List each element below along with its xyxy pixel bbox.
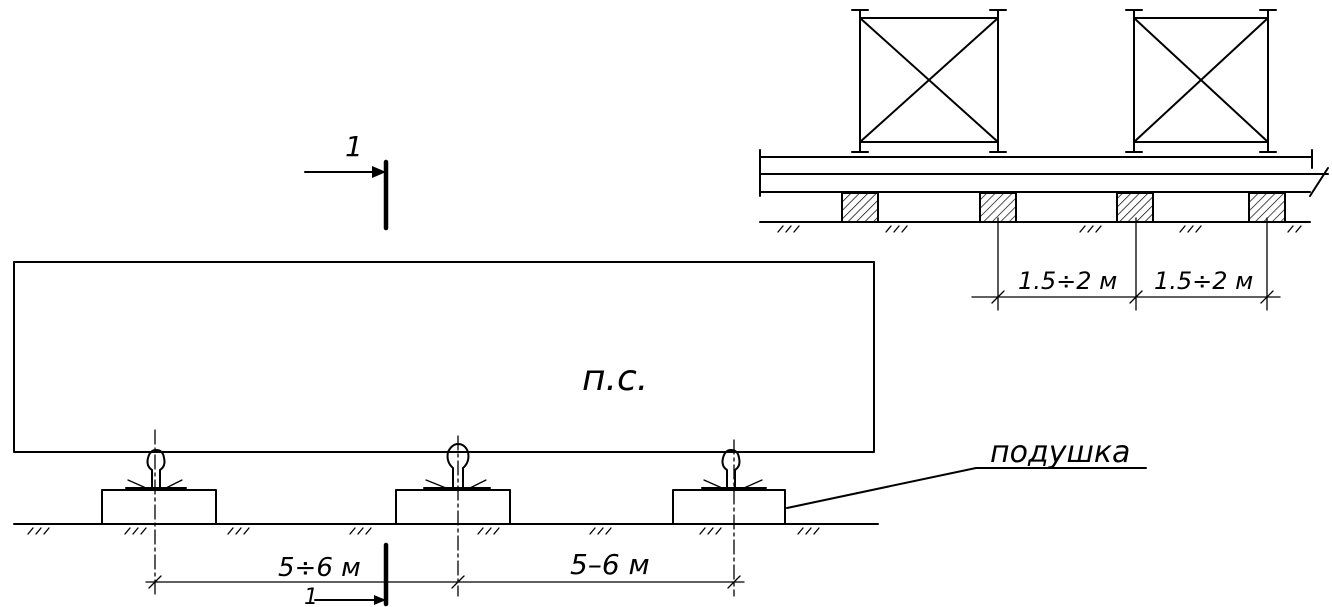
- body-label: п.с.: [582, 358, 648, 399]
- detail-rail: [759, 149, 1329, 197]
- sleeper-4: [1248, 192, 1286, 223]
- pad-label: подушка: [990, 435, 1130, 470]
- rail-profile-middle: [423, 443, 491, 489]
- rail-profile-right: [701, 449, 767, 489]
- spacing-right-label: 5–6 м: [570, 548, 650, 581]
- detail-spacing-right-label: 1.5÷2 м: [1154, 267, 1253, 295]
- sleeper-2: [979, 192, 1017, 223]
- section-arrow-head-bottom: [374, 595, 386, 605]
- section-arrow-head: [372, 166, 386, 178]
- section-number: 1: [345, 130, 363, 163]
- dimension-ticks-main: [148, 575, 741, 589]
- frame-left: [851, 9, 1007, 153]
- rolling-stock-body: [13, 261, 875, 453]
- dimension-ticks-detail: [991, 290, 1274, 304]
- section-number-bottom: 1: [304, 585, 318, 607]
- support-pad-left: [101, 489, 217, 525]
- spacing-left-label: 5÷6 м: [278, 553, 361, 583]
- main-view: п.с.: [13, 261, 1147, 597]
- detail-view: 1.5÷2 м 1.5÷2 м: [759, 9, 1329, 311]
- section-marker-bottom: 1: [304, 542, 389, 607]
- sleeper-1: [841, 192, 879, 223]
- ground-hatch-marks: [27, 527, 820, 535]
- support-pad-right: [672, 489, 786, 525]
- sleeper-3: [1116, 192, 1154, 223]
- rail-profile-left: [125, 449, 187, 489]
- frame-right: [1125, 9, 1277, 153]
- pad-leader-line: [786, 467, 977, 509]
- detail-ground-hatch: [777, 225, 1302, 233]
- detail-spacing-left-label: 1.5÷2 м: [1018, 267, 1117, 295]
- support-pad-middle: [395, 489, 511, 525]
- section-marker-top: 1: [304, 130, 389, 231]
